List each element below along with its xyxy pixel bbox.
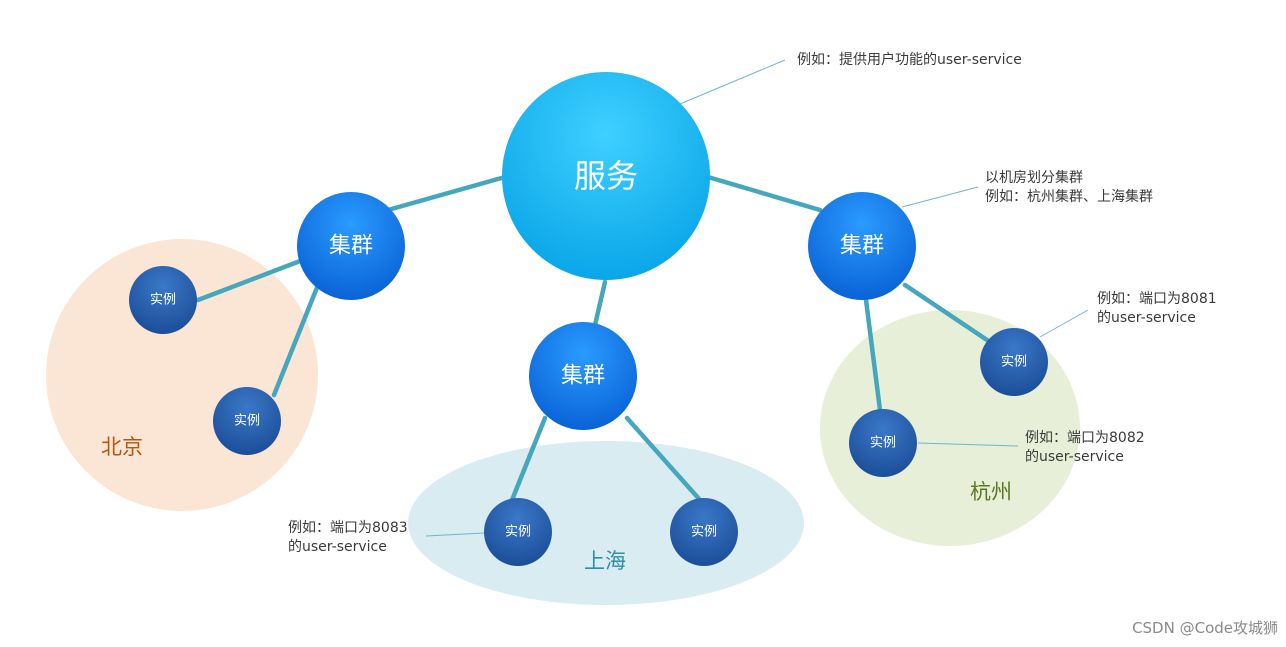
leader-service (679, 59, 786, 105)
cluster-node-hangzhou: 集群 (808, 192, 916, 300)
instance-node-shanghai-1: 实例 (484, 498, 552, 566)
connector-cluster-beijing-instance-1 (195, 255, 311, 303)
instance-node-beijing-2: 实例 (213, 387, 281, 455)
service-label: 服务 (574, 157, 638, 195)
connector-service-cluster-beijing (385, 174, 508, 213)
instance-node-beijing-1: 实例 (129, 266, 197, 334)
connector-service-cluster-hangzhou (705, 174, 823, 213)
annotation-cluster-line-2: 例如：杭州集群、上海集群 (985, 188, 1153, 205)
cluster-label: 集群 (561, 364, 605, 389)
annotation-instance-8081-line-2: 的user-service (1097, 310, 1196, 326)
instance-label: 实例 (870, 436, 896, 451)
instance-label: 实例 (691, 525, 717, 540)
instance-node-hangzhou-2: 实例 (849, 409, 917, 477)
annotation-instance-8081: 例如：端口为8081 的user-service (1097, 291, 1221, 326)
instance-node-hangzhou-1: 实例 (980, 328, 1048, 396)
leader-instance-8081 (1039, 309, 1089, 338)
connector-service-cluster-shanghai (592, 279, 608, 328)
annotation-instance-8082: 例如：端口为8082 的user-service (1025, 430, 1149, 465)
instance-node-shanghai-2: 实例 (670, 498, 738, 566)
connector-cluster-hangzhou-instance-2 (863, 297, 883, 413)
region-label-hangzhou: 杭州 (970, 480, 1012, 504)
cluster-label: 集群 (329, 234, 373, 259)
leader-cluster (901, 186, 979, 208)
annotation-service-line-1: 例如：提供用户功能的user-service (797, 51, 1022, 68)
annotation-instance-8083-line-2: 的user-service (288, 539, 387, 555)
connector-cluster-beijing-instance-2 (271, 282, 321, 398)
annotation-cluster-line-1: 以机房划分集群 (985, 169, 1083, 186)
connector-cluster-shanghai-instance-2 (624, 415, 703, 503)
cluster-node-beijing: 集群 (297, 192, 405, 300)
annotation-instance-8081-line-1: 例如：端口为8081 (1097, 291, 1217, 307)
annotation-service: 例如：提供用户功能的user-service (797, 51, 1022, 68)
instance-label: 实例 (150, 293, 176, 308)
region-label-beijing: 北京 (101, 435, 143, 459)
instance-label: 实例 (505, 525, 531, 540)
instance-label: 实例 (1001, 355, 1027, 370)
annotation-instance-8082-line-1: 例如：端口为8082 (1025, 430, 1145, 446)
connector-cluster-hangzhou-instance-1 (902, 282, 993, 345)
cluster-label: 集群 (840, 234, 884, 259)
watermark-text: CSDN @Code攻城狮 (1132, 619, 1278, 637)
region-label-shanghai: 上海 (584, 549, 626, 573)
annotation-leaders (425, 59, 1089, 537)
region-shanghai-area (408, 441, 804, 605)
connector-cluster-shanghai-instance-1 (509, 415, 548, 503)
annotation-instance-8083: 例如：端口为8083 的user-service (288, 520, 412, 555)
cluster-node-shanghai: 集群 (529, 322, 637, 430)
instance-label: 实例 (234, 414, 260, 429)
annotation-instance-8082-line-2: 的user-service (1025, 449, 1124, 465)
annotation-instance-8083-line-1: 例如：端口为8083 (288, 520, 408, 536)
leader-instance-8083 (425, 532, 485, 537)
annotation-cluster: 以机房划分集群 例如：杭州集群、上海集群 (985, 169, 1153, 205)
leader-instance-8082 (917, 442, 1019, 447)
service-node: 服务 (502, 72, 710, 280)
connectors (195, 174, 993, 503)
